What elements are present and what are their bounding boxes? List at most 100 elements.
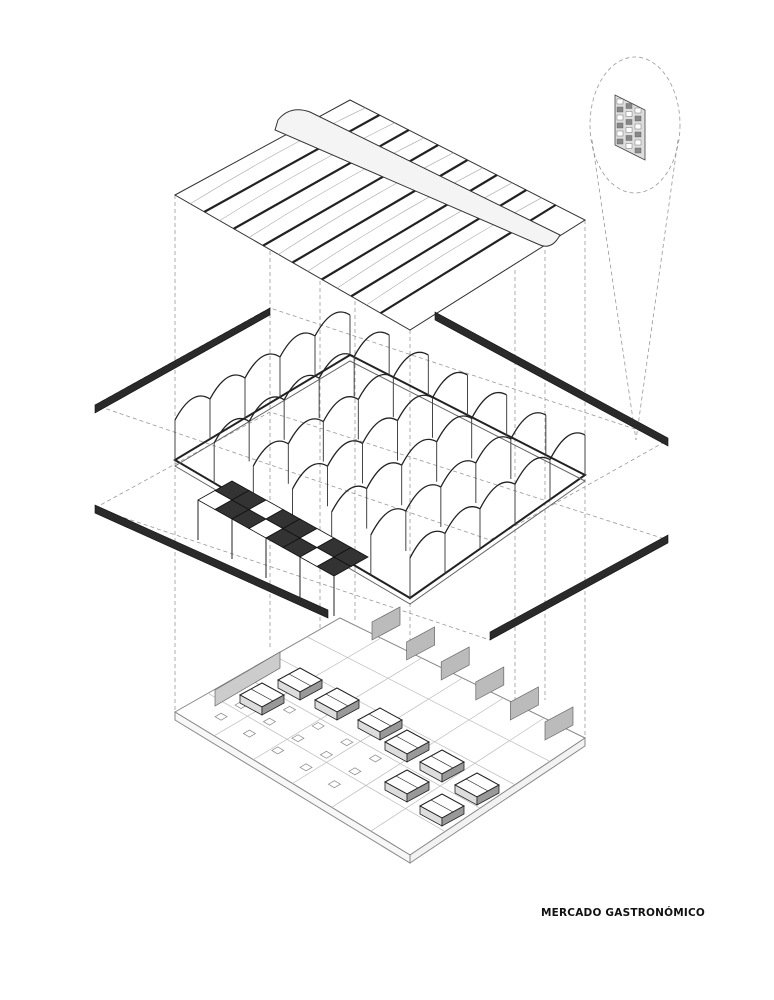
floor-planter (282, 705, 297, 714)
market-stall-divider (368, 713, 392, 727)
floor-partition-wall (406, 626, 435, 661)
wall-upper-right (434, 311, 669, 447)
floor-planter (311, 722, 325, 730)
market-stall-side (379, 719, 403, 741)
roof-vault-curve (366, 197, 542, 306)
frame-arch (252, 440, 289, 467)
roof-vault-curve (219, 122, 395, 221)
facade-detail-inset (589, 56, 681, 441)
floor-planter (262, 717, 277, 726)
facade-panel-block (634, 115, 642, 122)
market-stall-side (336, 699, 360, 721)
frame-arch (436, 415, 472, 443)
frame-arch (322, 396, 359, 422)
market-stall-side (441, 805, 465, 827)
frame-arch (174, 395, 211, 421)
market-stall-divider (395, 735, 419, 749)
floor-planter (271, 746, 285, 755)
market-stall-divider (395, 775, 419, 789)
vaulted-roof (173, 99, 587, 331)
frame-arch (287, 418, 324, 445)
frame-arch (431, 371, 468, 399)
frame-arch (331, 485, 367, 513)
market-stall-divider (325, 693, 349, 707)
market-stall-side (406, 781, 430, 803)
floor-planter (340, 738, 354, 747)
floor-planter (319, 750, 334, 759)
floor-partition-wall (371, 606, 401, 641)
facade-panel-block (634, 123, 642, 130)
facade-panel-block (625, 111, 633, 117)
frame-arch (283, 374, 320, 401)
facade-panel-pattern (614, 94, 646, 161)
floor-partition-wall (510, 686, 539, 721)
facade-panel-block (634, 147, 642, 154)
market-stall-divider (465, 778, 489, 792)
frame-arch (357, 373, 394, 400)
structural-frame (173, 311, 587, 605)
frame-arch (248, 396, 285, 422)
facade-panel-block (625, 127, 633, 133)
facade-panel-block (625, 135, 633, 141)
frame-arch (444, 506, 481, 534)
facade-panel-block (634, 131, 642, 138)
frame-arch (479, 481, 516, 510)
market-stall-divider (288, 673, 312, 687)
frame-arch (213, 417, 250, 444)
roof-vault-curve (336, 182, 513, 289)
roof-vault-curve (248, 137, 425, 238)
roof-skylight-spine (274, 109, 561, 247)
floor-planter (242, 729, 257, 738)
frame-arch (409, 530, 446, 559)
facade-panel-block (625, 143, 633, 149)
floor-planter (368, 754, 383, 763)
floor-partition-wall (214, 651, 281, 707)
facade-panel-block (616, 114, 624, 121)
wall-upper-left (94, 307, 271, 414)
market-stall-side (476, 784, 500, 806)
frame-arch (353, 331, 390, 357)
frame-arch (291, 463, 328, 490)
facade-panel-block (616, 106, 624, 113)
floor-planter (214, 712, 228, 721)
mezzanine-tile (333, 547, 369, 567)
frame-arch (209, 374, 246, 400)
facade-panel-block (616, 122, 624, 129)
wall-lower-right (489, 534, 669, 641)
frame-arch (475, 436, 512, 464)
facade-panel-block (625, 103, 633, 109)
facade-panel-block (634, 139, 642, 146)
market-stall-divider (430, 799, 454, 813)
frame-arch (318, 353, 355, 379)
frame-arch (514, 456, 551, 485)
facade-panel-block (625, 119, 633, 125)
floor-planter (291, 734, 305, 743)
roof-vault-curve (190, 107, 366, 205)
frame-arch (471, 391, 507, 419)
roof-vault-seam (203, 114, 380, 213)
frame-arch (370, 508, 407, 536)
facade-panel-block (616, 98, 624, 105)
frame-arch (396, 394, 433, 421)
floor-partition-wall (440, 646, 470, 681)
floor-grid-line (370, 717, 545, 832)
frame-arch (401, 438, 437, 466)
frame-arch (326, 440, 363, 467)
frame-arch (314, 311, 351, 337)
floor-planter (348, 767, 362, 776)
frame-arch (361, 417, 398, 444)
wall-lower-left (94, 504, 329, 619)
frame-arch (510, 412, 547, 440)
diagram-title: MERCADO GASTRONÓMICO (541, 907, 706, 919)
roof-vault-curve (307, 167, 483, 272)
market-stall-side (441, 761, 465, 783)
floor-planter (327, 780, 342, 789)
frame-arch (405, 484, 442, 512)
facade-panel-block (616, 130, 624, 137)
market-stall-divider (250, 688, 274, 702)
floor-partition-wall (475, 666, 505, 701)
perimeter-walls (94, 307, 669, 641)
floor-grid-line (306, 636, 551, 762)
